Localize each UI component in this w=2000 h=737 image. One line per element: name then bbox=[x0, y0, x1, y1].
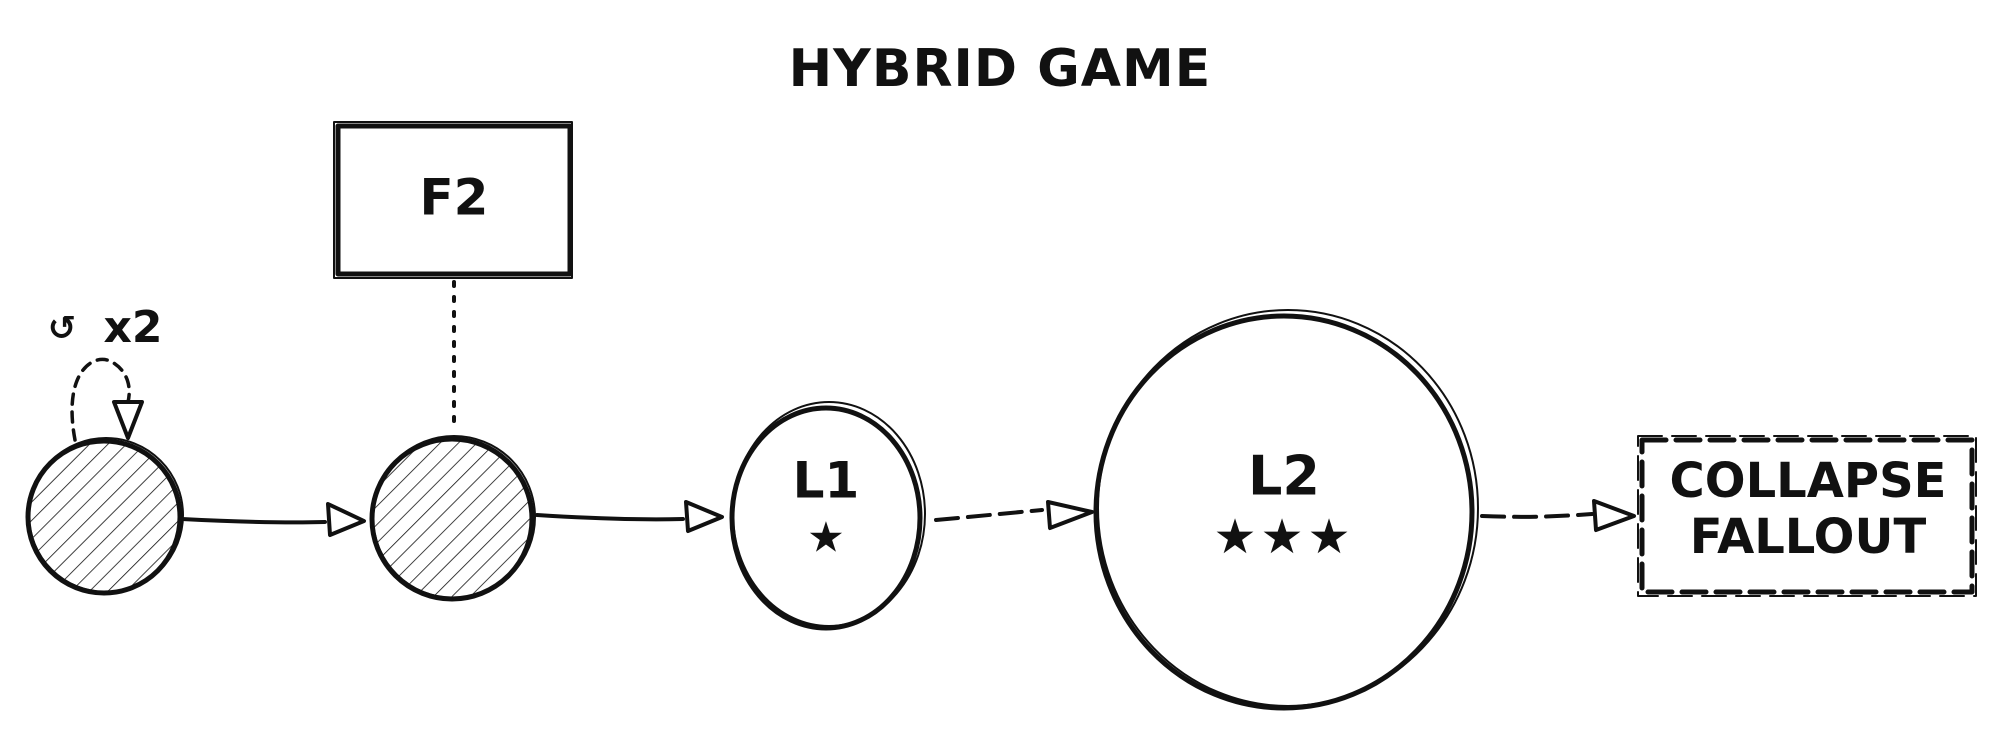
collapse-label: COLLAPSE bbox=[1670, 453, 1947, 509]
edge-l2-to-collapse-arrowhead bbox=[1592, 499, 1636, 532]
source-node-2 bbox=[369, 435, 536, 602]
edge-node2-to-l1 bbox=[535, 513, 685, 522]
f2-box: F2 bbox=[333, 121, 573, 279]
edge-l1-to-l2-arrowhead bbox=[1046, 500, 1094, 530]
l1-node: L1 ★ bbox=[729, 401, 926, 631]
edge-node1-to-node2 bbox=[180, 517, 327, 525]
fallout-label: FALLOUT bbox=[1690, 509, 1927, 565]
edge-node2-to-l1-arrowhead bbox=[684, 500, 724, 533]
source-node-1 bbox=[25, 437, 184, 596]
edge-l2-to-collapse bbox=[1480, 512, 1594, 519]
loop-count-label: x2 bbox=[104, 302, 163, 353]
edge-node1-to-node2-arrowhead bbox=[326, 502, 366, 537]
self-loop-arrow bbox=[70, 357, 131, 442]
f2-label: F2 bbox=[420, 169, 489, 227]
l2-label: L2 bbox=[1248, 445, 1320, 508]
loop-icon: ↺ bbox=[48, 309, 77, 349]
l2-node: L2 ★★★ bbox=[1093, 309, 1479, 711]
self-loop-arrowhead bbox=[112, 400, 144, 440]
l2-stars: ★★★ bbox=[1213, 509, 1354, 565]
l1-stars: ★ bbox=[807, 513, 845, 562]
collapse-fallout-box: COLLAPSE FALLOUT bbox=[1637, 435, 1977, 597]
edge-l1-to-l2 bbox=[934, 508, 1044, 522]
l1-label: L1 bbox=[793, 452, 860, 510]
diagram-title: HYBRID GAME bbox=[789, 39, 1212, 99]
